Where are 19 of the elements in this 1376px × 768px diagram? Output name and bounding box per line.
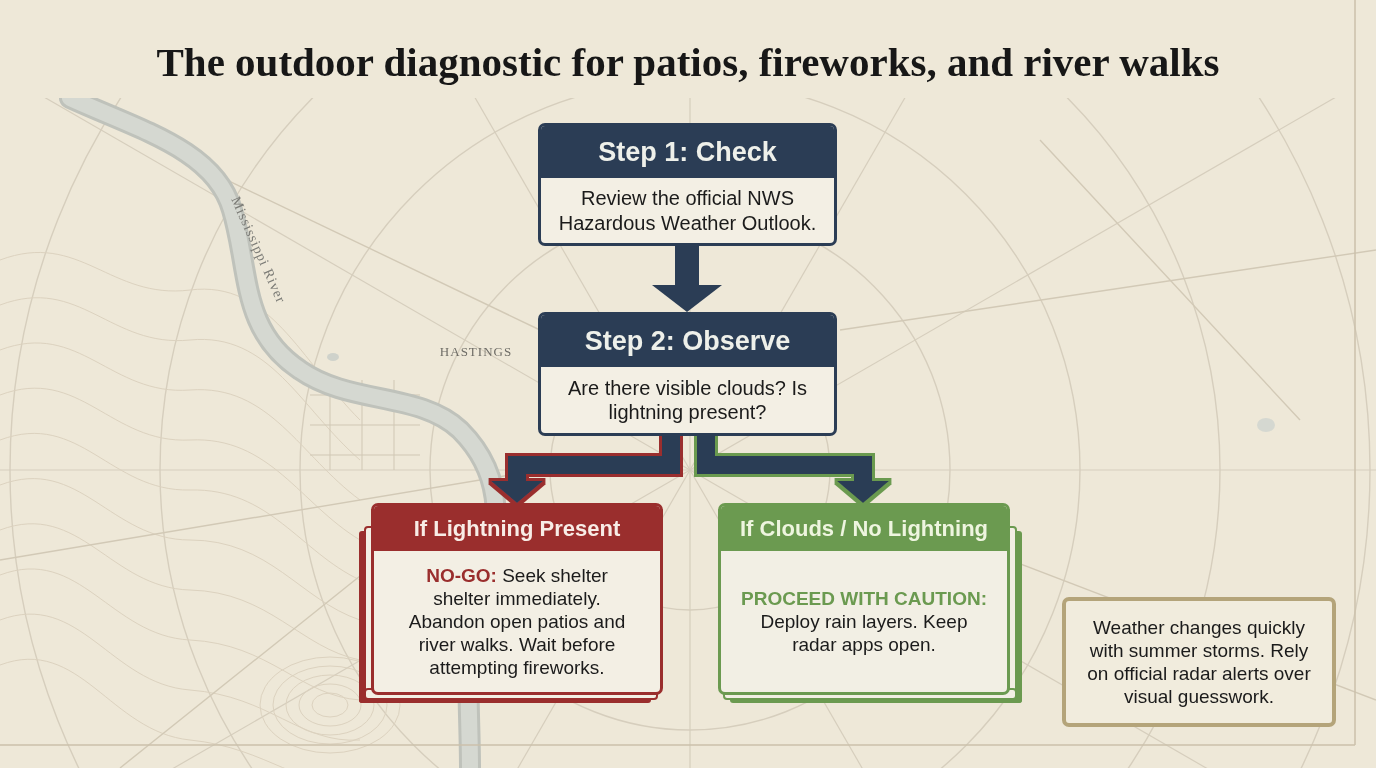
box-text: Are there visible clouds? Is lightning present? [567,375,808,425]
box-heading: Step 2: Observe [541,315,834,367]
outcome-box [371,503,663,695]
step-box [538,312,837,436]
box-text: Weather changes quickly with summer storms. Rely on official radar alerts over visual guesswork. [1086,615,1312,709]
page-title: The outdoor diagnostic for patios, fireworks, and river walks [156,38,1220,87]
map-place-label: HASTINGS [439,344,513,360]
note-box [1062,597,1336,727]
flow-arrow [491,436,680,503]
box-text: NO-GO: Seek shelter shelter immediately. Abandon open patios and river walks. Wait before attempting fireworks. [407,563,627,680]
box-heading: If Clouds / No Lightning [721,506,1007,551]
box-text: PROCEED WITH CAUTION: Deploy rain layers. Keep radar apps open. [740,586,988,657]
flow-arrow [652,246,722,312]
step-box [538,123,837,246]
box-heading: Step 1: Check [541,126,834,178]
outcome-box [718,503,1010,695]
box-text: Review the official NWS Hazardous Weather Outlook. [557,186,818,235]
flow-arrow [697,436,889,503]
box-heading: If Lightning Present [374,506,660,551]
